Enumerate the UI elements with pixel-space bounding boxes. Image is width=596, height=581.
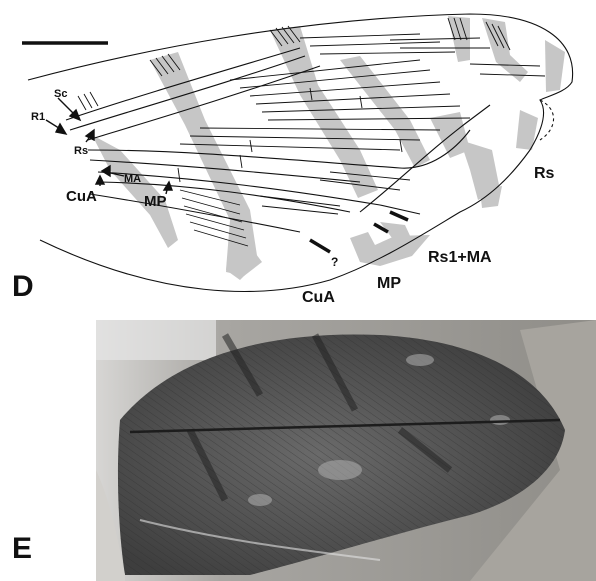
label-cua-bottom: CuA: [302, 289, 335, 306]
label-ma: MA: [124, 173, 141, 185]
label-rs1-ma: Rs1+MA: [428, 249, 492, 266]
label-question: ?: [331, 255, 338, 269]
label-rs-right: Rs: [534, 165, 555, 182]
label-sc: Sc: [54, 88, 67, 100]
label-mp-bottom: MP: [377, 275, 401, 292]
panel-d-drawing: Sc R1 Rs MA CuA MP Rs Rs1+MA MP CuA ? D: [12, 14, 573, 306]
panel-e-photo: E: [12, 320, 596, 581]
panel-letter-d: D: [12, 270, 34, 303]
label-rs-left: Rs: [74, 145, 88, 157]
label-mp-left: MP: [144, 193, 167, 210]
panel-letter-e: E: [12, 532, 32, 565]
label-r1: R1: [31, 111, 45, 123]
label-cua-left: CuA: [66, 188, 97, 205]
